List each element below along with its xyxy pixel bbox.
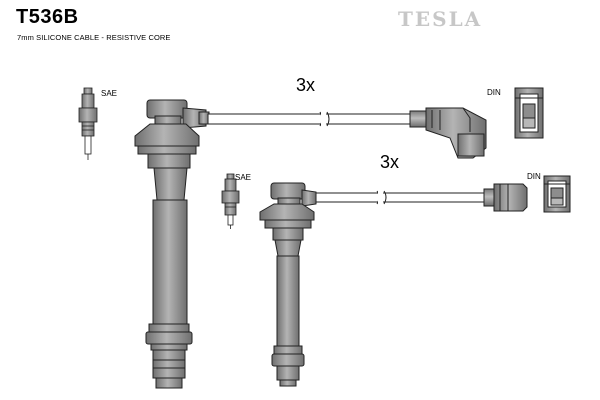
upper-angled-connector — [409, 107, 487, 159]
lower-coil-boot — [259, 182, 317, 387]
upper-cable — [207, 111, 413, 127]
part-number: T536B — [16, 6, 79, 28]
cable-description: 7mm SILICONE CABLE - RESISTIVE CORE — [17, 33, 171, 42]
upper-coil-boot — [134, 99, 210, 389]
lower-sae-spark-plug-icon — [221, 173, 240, 229]
lower-cable — [315, 190, 487, 205]
lower-straight-connector — [483, 183, 528, 212]
lower-sae-label: SAE — [235, 173, 251, 182]
lower-quantity-label: 3x — [380, 152, 399, 172]
upper-sae-spark-plug-icon — [78, 87, 98, 160]
lower-din-connector-section — [543, 175, 571, 213]
upper-quantity-label: 3x — [296, 75, 315, 95]
lower-din-label: DIN — [527, 172, 541, 181]
brand-logo: TESLA — [398, 7, 483, 31]
upper-din-label: DIN — [487, 88, 501, 97]
upper-sae-label: SAE — [101, 89, 117, 98]
upper-din-connector-section — [514, 87, 544, 139]
